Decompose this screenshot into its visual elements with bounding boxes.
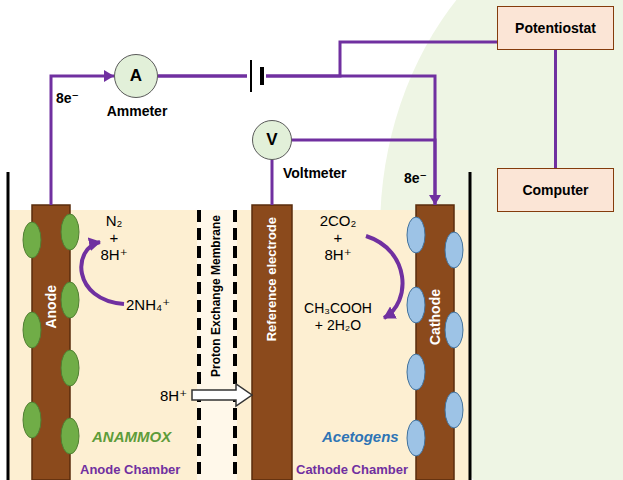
battery-plate: [260, 67, 264, 85]
proton-exchange-membrane: Proton Exchange Membrane: [196, 210, 238, 480]
electron-flow-label: 8e⁻: [56, 90, 79, 107]
node-label: Computer: [522, 182, 588, 198]
node-label: Proton Exchange Membrane: [210, 214, 224, 378]
reference-electrode: Reference electrode: [252, 205, 292, 480]
ammeter-meter: AAmmeter: [114, 54, 158, 98]
reaction-substrate: 2NH₄⁺: [126, 296, 170, 313]
voltmeter-meter: VVoltmeter: [252, 120, 292, 160]
microbe-label: Acetogens: [322, 428, 399, 445]
wire: [158, 42, 497, 76]
background-shape: [380, 0, 623, 480]
wire: [158, 76, 435, 205]
chamber-wall: [469, 172, 472, 480]
reaction-product: N₂ + 8H⁺: [100, 212, 128, 263]
battery-plate: [250, 60, 252, 92]
potentiostat-box: Potentiostat: [497, 6, 614, 50]
meter-caption: Voltmeter: [283, 165, 347, 181]
meter-caption: Ammeter: [107, 103, 168, 119]
reference-rod: [252, 205, 292, 480]
chamber-fill: [8, 210, 470, 480]
node-label: A: [130, 66, 142, 86]
reaction-product: CH₃COOH + 2H₂O: [300, 300, 376, 334]
chamber-label: Anode Chamber: [80, 461, 180, 478]
node-label: Potentiostat: [515, 20, 596, 36]
proton-label: 8H⁺: [160, 387, 187, 404]
membrane-fill: [197, 210, 237, 480]
membrane-line: [233, 210, 237, 480]
node-label: Cathode: [427, 289, 443, 345]
battery-gap: [247, 66, 266, 86]
computer-box: Computer: [497, 168, 614, 212]
membrane-line: [197, 210, 201, 480]
wire: [271, 160, 274, 205]
wire: [51, 76, 114, 205]
wire: [554, 50, 557, 168]
electron-flow-label: 8e⁻: [404, 170, 427, 187]
node-label: Anode: [43, 285, 59, 329]
chamber-label: Cathode Chamber: [296, 461, 408, 478]
anode-electrode: Anode: [32, 205, 70, 480]
anammox-biofilm: [23, 214, 79, 454]
cathode-electrode: Cathode: [416, 205, 454, 480]
acetogen-biofilm: [407, 217, 463, 456]
microbe-label: ANAMMOX: [92, 428, 171, 445]
node-label: Reference electrode: [265, 217, 280, 341]
reaction-substrate: 2CO₂ + 8H⁺: [318, 212, 358, 263]
proton-flow-arrow: [192, 384, 252, 406]
chamber-wall: [7, 172, 10, 480]
node-label: V: [266, 130, 277, 150]
